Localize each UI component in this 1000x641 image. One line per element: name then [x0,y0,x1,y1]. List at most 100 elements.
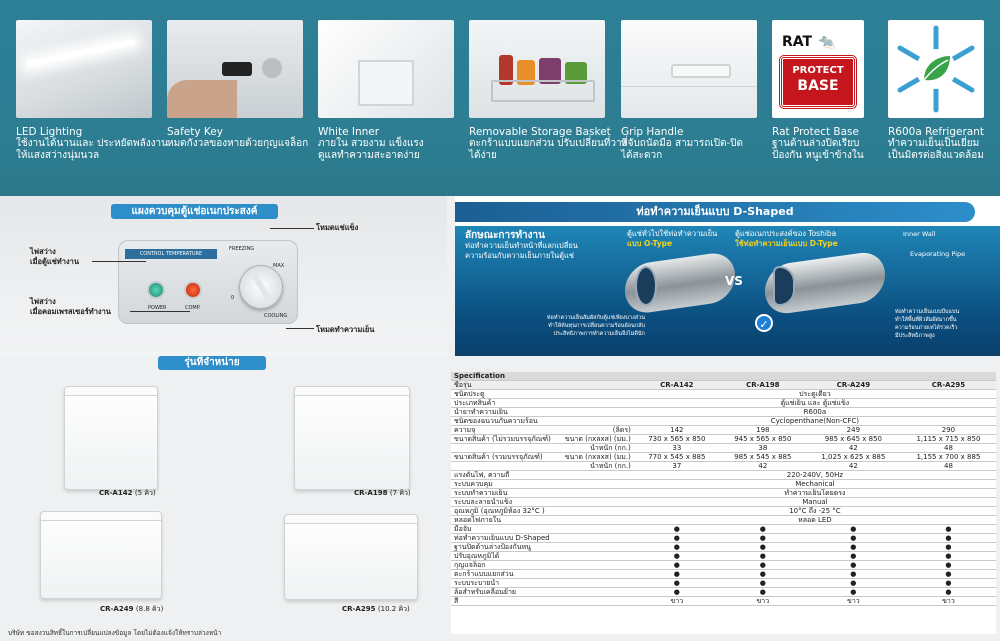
spec-unit [553,470,634,481]
spec-value: Cyclopenthane(Non-CFC) [633,416,996,427]
spec-value: 985 x 645 x 850 [805,434,901,445]
fridge-cr-a295 [284,514,418,600]
led-lighting-photo [16,20,152,118]
spec-label: ล้อสำหรับเคลื่อนย้าย [451,587,554,598]
spec-unit [553,407,634,418]
otype-note: ท่อทำความเย็นสัมผัสกับตู้แช่เพียงบางส่วน… [546,315,645,337]
cool-mode-note: โหมดทำความเย็น [316,325,375,334]
spec-label: น้ำยาทำความเย็น [451,407,554,418]
feature-desc: หมดกังวลของหายด้วยกุญแจล็อก [167,138,309,149]
leader-line [270,228,314,229]
spec-label: สี [451,596,554,607]
temperature-dial[interactable] [239,265,283,309]
dshape-heading: ลักษณะการทำงาน [465,230,546,241]
spec-unit [553,416,634,427]
spec-unit [553,389,634,400]
feature-desc: ได้สะดวก [621,150,663,161]
spec-row: น้ำยาทำความเย็น R600a [451,407,996,418]
otype-pipe-end-icon [635,266,657,306]
feature-r600a: R600a Refrigerant ทำความเย็นเป็นเยี่ยม เ… [888,20,984,162]
spec-value: R600a [633,407,996,418]
freezing-label: FREEZING [229,246,255,252]
spec-value: 142 [633,425,720,436]
spec-row: ระบบทำความเย็นทำความเย็นโดยตรง [451,488,996,499]
power-light-icon [147,281,165,299]
control-banner: แผงควบคุมตู้แช่อเนกประสงค์ [111,204,278,219]
spec-dot: ● [805,587,901,598]
dshape-banner: ท่อทำความเย็นแบบ D-Shaped [455,202,975,222]
vs-label: VS [725,274,743,288]
comp-label: COMP. [185,305,201,311]
spec-value: ขาว [633,596,720,607]
spec-unit [553,596,634,607]
spec-title: Specification [451,372,996,382]
dial-zero: 0 [231,295,235,301]
feature-title: LED Lighting [16,126,83,138]
spec-dot: ● [805,551,901,562]
spec-dot: ● [900,524,996,535]
spec-value: ประตูเดียว [633,389,996,400]
spec-models-label: ชื่อรุ่น [451,380,554,391]
spec-value: 42 [719,461,806,472]
spec-label: หลอดไฟภายใน [451,515,554,526]
spec-value: ขาว [805,596,901,607]
feature-safety-key: Safety Key หมดกังวลของหายด้วยกุญแจล็อก [167,20,309,150]
spec-dot: ● [900,587,996,598]
rat-logo-bottom: BASE [797,78,839,94]
spec-row: ล้อสำหรับเคลื่อนย้าย●●●● [451,587,996,598]
feature-desc: ให้แสงสว่างนุ่มนวล [16,150,100,161]
spec-label: ตะกร้าแบบแยกส่วน [451,569,554,580]
spec-model: CR-A142 [633,380,720,391]
spec-row: แรงดันไฟ, ความถี่220-240V, 50Hz [451,470,996,481]
inner-wall-label: Inner Wall [903,230,936,238]
feature-desc: ทำความเย็นเป็นเยี่ยม [888,138,980,149]
spec-row: ชนิดของฉนวนกันความร้อน Cyclopenthane(Non-… [451,416,996,427]
spec-value: 730 x 565 x 850 [633,434,720,445]
spec-label: ประเภทสินค้า [451,398,554,409]
spec-label: มือจับ [451,524,554,535]
spec-unit [553,569,634,580]
comp-light-icon [184,281,202,299]
spec-value: 198 [719,425,806,436]
feature-title: Grip Handle [621,126,684,138]
feature-desc: ได้ง่าย [469,150,497,161]
white-inner-photo [318,20,454,118]
spec-row: ท่อทำความเย็นแบบ D-Shaped●●●● [451,533,996,544]
dshape-diagram: ลักษณะการทำงาน ท่อทำความเย็นทำหน้าที่แลก… [455,226,1000,356]
feature-desc: ภายใน สวยงาม แข็งแรง [318,138,424,149]
otype-title: แบบ O-Type [627,239,673,248]
spec-dot: ● [900,551,996,562]
spec-label: กุญแจล็อก [451,560,554,571]
evap-pipe-label: Evaporating Pipe [910,250,966,258]
spec-value: 220-240V, 50Hz [633,470,996,481]
grip-handle-photo [621,20,757,118]
spec-dot: ● [633,560,720,571]
spec-row: อุณหภูมิ (อุณหภูมิห้อง 32°C )10°C ถึง -2… [451,506,996,517]
feature-rat-protect: RAT 🐀 PROTECT BASE Rat Protect Base ฐานด… [772,20,866,162]
spec-row: ประเภทสินค้าตู้แช่เย็น และ ตู้แช่แข็ง [451,398,996,409]
feature-title: White Inner [318,126,380,138]
fridge-cr-a142 [64,386,158,490]
spec-label: ชนิดของฉนวนกันความร้อน [451,416,554,427]
spec-dot: ● [719,587,806,598]
rat-icon: 🐀 [818,34,836,50]
spec-row: หลอดไฟภายในหลอด LED [451,515,996,526]
spec-dot: ● [719,542,806,553]
spec-row: กุญแจล็อก●●●● [451,560,996,571]
spec-value: 1,025 x 625 x 885 [805,452,901,463]
spec-unit [553,515,634,526]
rat-protect-logo: RAT 🐀 PROTECT BASE [772,20,864,118]
spec-dot: ● [805,542,901,553]
specification-table: Specification ชื่อรุ่น CR-A142 CR-A198 C… [451,372,996,634]
dtype-title: ใช้ท่อทำความเย็นแบบ D-Type [735,239,838,248]
feature-desc: ที่จับถนัดมือ สามารถเปิด-ปิด [621,138,744,149]
spec-label: ระบบควบคุม [451,479,554,490]
feature-grip-handle: Grip Handle ที่จับถนัดมือ สามารถเปิด-ปิด… [621,20,757,162]
max-label: MAX [273,263,285,269]
dtype-title: ตู้แช่อเนกประสงค์ของ Toshiba [735,229,837,238]
feature-title: Rat Protect Base [772,126,859,138]
power-light-note: ไฟสว่าง [30,247,56,256]
model-label: CR-A142 (5 คิว) [99,489,156,497]
